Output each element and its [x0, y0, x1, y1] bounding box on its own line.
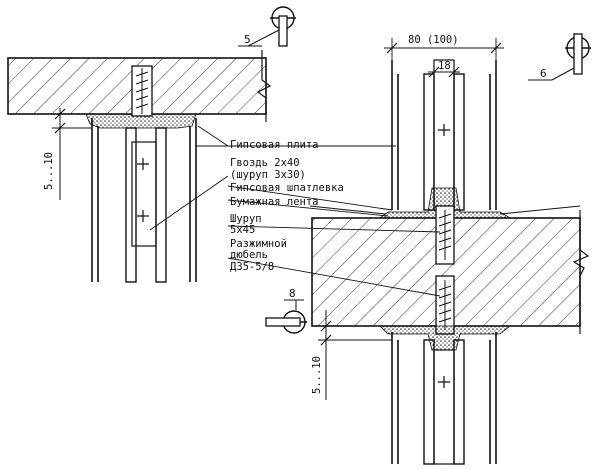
left-detail: 5...10 5: [7, 6, 296, 283]
leader-lines: [149, 125, 441, 297]
dim-width-inner: 18: [438, 60, 451, 72]
callout-8: 8: [265, 287, 307, 334]
label-nail-line2: (шуруп 3х30): [230, 169, 306, 181]
left-dowel: [131, 65, 153, 117]
callout-5-number: 5: [244, 33, 251, 46]
left-putty-fill: [85, 113, 197, 129]
dim-gap-bottom: 5...10: [311, 356, 323, 394]
label-dowel-line2: дюбель: [230, 249, 268, 261]
right-slab-break-line: [572, 210, 590, 334]
right-detail: 80 (100) 18 5...10 6: [265, 33, 591, 465]
label-dowel-line1: Разжимной: [230, 238, 287, 250]
callout-6-number: 6: [540, 67, 547, 80]
label-screw-line1: Шуруп: [230, 213, 262, 225]
label-putty: Гипсовая шпатлевка: [230, 182, 344, 194]
right-lower-putty: [379, 325, 512, 351]
right-dowel-upper: [435, 205, 455, 265]
right-dowel-lower: [435, 275, 455, 335]
callout-6: 6: [528, 33, 591, 81]
label-dowel-line3: Д35-5/8: [230, 261, 274, 273]
dim-gap-left: 5...10: [43, 152, 55, 190]
callout-8-number: 8: [289, 287, 296, 300]
dim-width-total: 80 (100): [408, 34, 459, 46]
annotation-labels: Гипсовая плита Гвоздь 2х40 (шуруп 3х30) …: [230, 139, 344, 273]
callout-5: 5: [238, 6, 296, 47]
label-nail-line1: Гвоздь 2х40: [230, 157, 300, 169]
label-screw-line2: 5х45: [230, 224, 255, 236]
left-slab-break-line: [256, 50, 272, 122]
label-gypsum-board: Гипсовая плита: [230, 139, 319, 151]
label-paper-tape: Бумажная лента: [230, 196, 319, 208]
